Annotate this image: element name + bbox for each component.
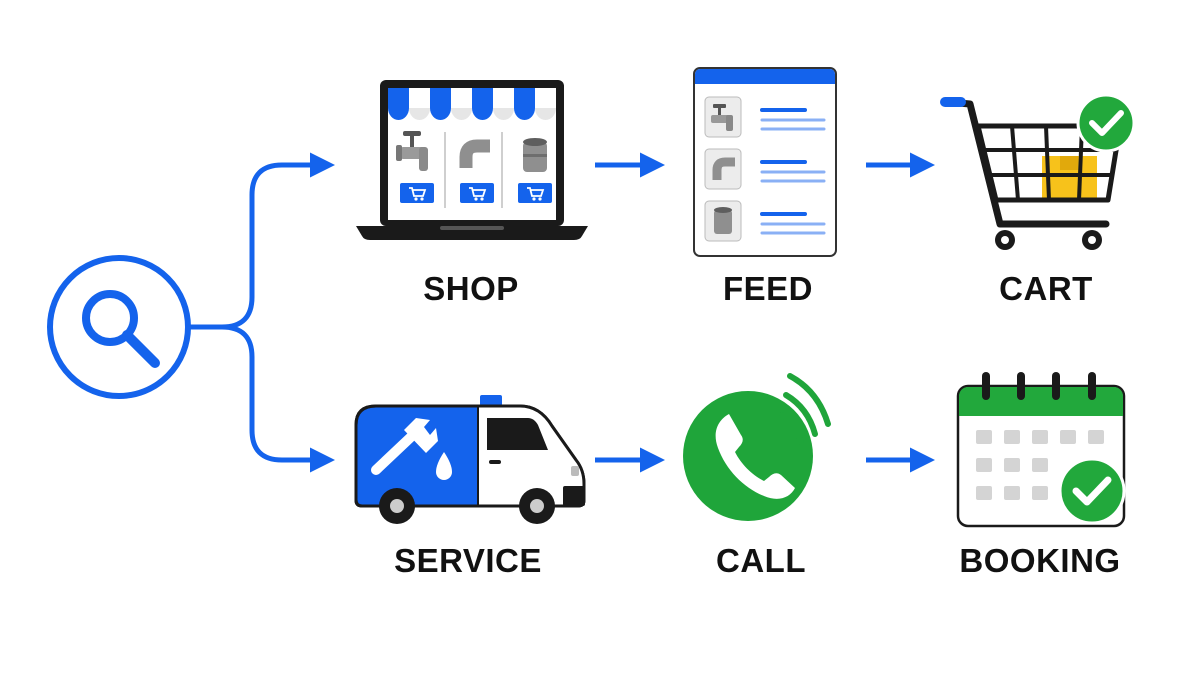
- van-wheels: [379, 488, 555, 524]
- water-drop-icon: [436, 452, 452, 480]
- phone-call-icon: [683, 373, 831, 521]
- laptop-storefront-icon: [356, 80, 588, 240]
- step-label-feed: FEED: [722, 270, 813, 307]
- search-magnifier-icon: [47, 255, 191, 399]
- shopping-cart-check-icon: [940, 93, 1136, 250]
- pipe-coupling-product-icon: [523, 138, 547, 172]
- branch-connector: [188, 152, 335, 473]
- step-label-booking: BOOKING: [959, 542, 1121, 579]
- awning: [388, 88, 556, 120]
- calendar-check-icon: [956, 372, 1126, 528]
- add-to-cart-buttons: [400, 183, 552, 203]
- elbow-pipe-product-icon: [459, 139, 490, 168]
- step-label-service: SERVICE: [394, 542, 542, 579]
- step-label-cart: CART: [999, 270, 1093, 307]
- flow-arrows: [595, 152, 935, 473]
- step-label-shop: SHOP: [423, 270, 519, 307]
- wrench-icon: [371, 418, 438, 475]
- plumber-van-icon: [354, 395, 586, 524]
- faucet-product-icon: [396, 131, 428, 171]
- product-feed-icon: [693, 67, 837, 257]
- step-label-call: CALL: [716, 542, 806, 579]
